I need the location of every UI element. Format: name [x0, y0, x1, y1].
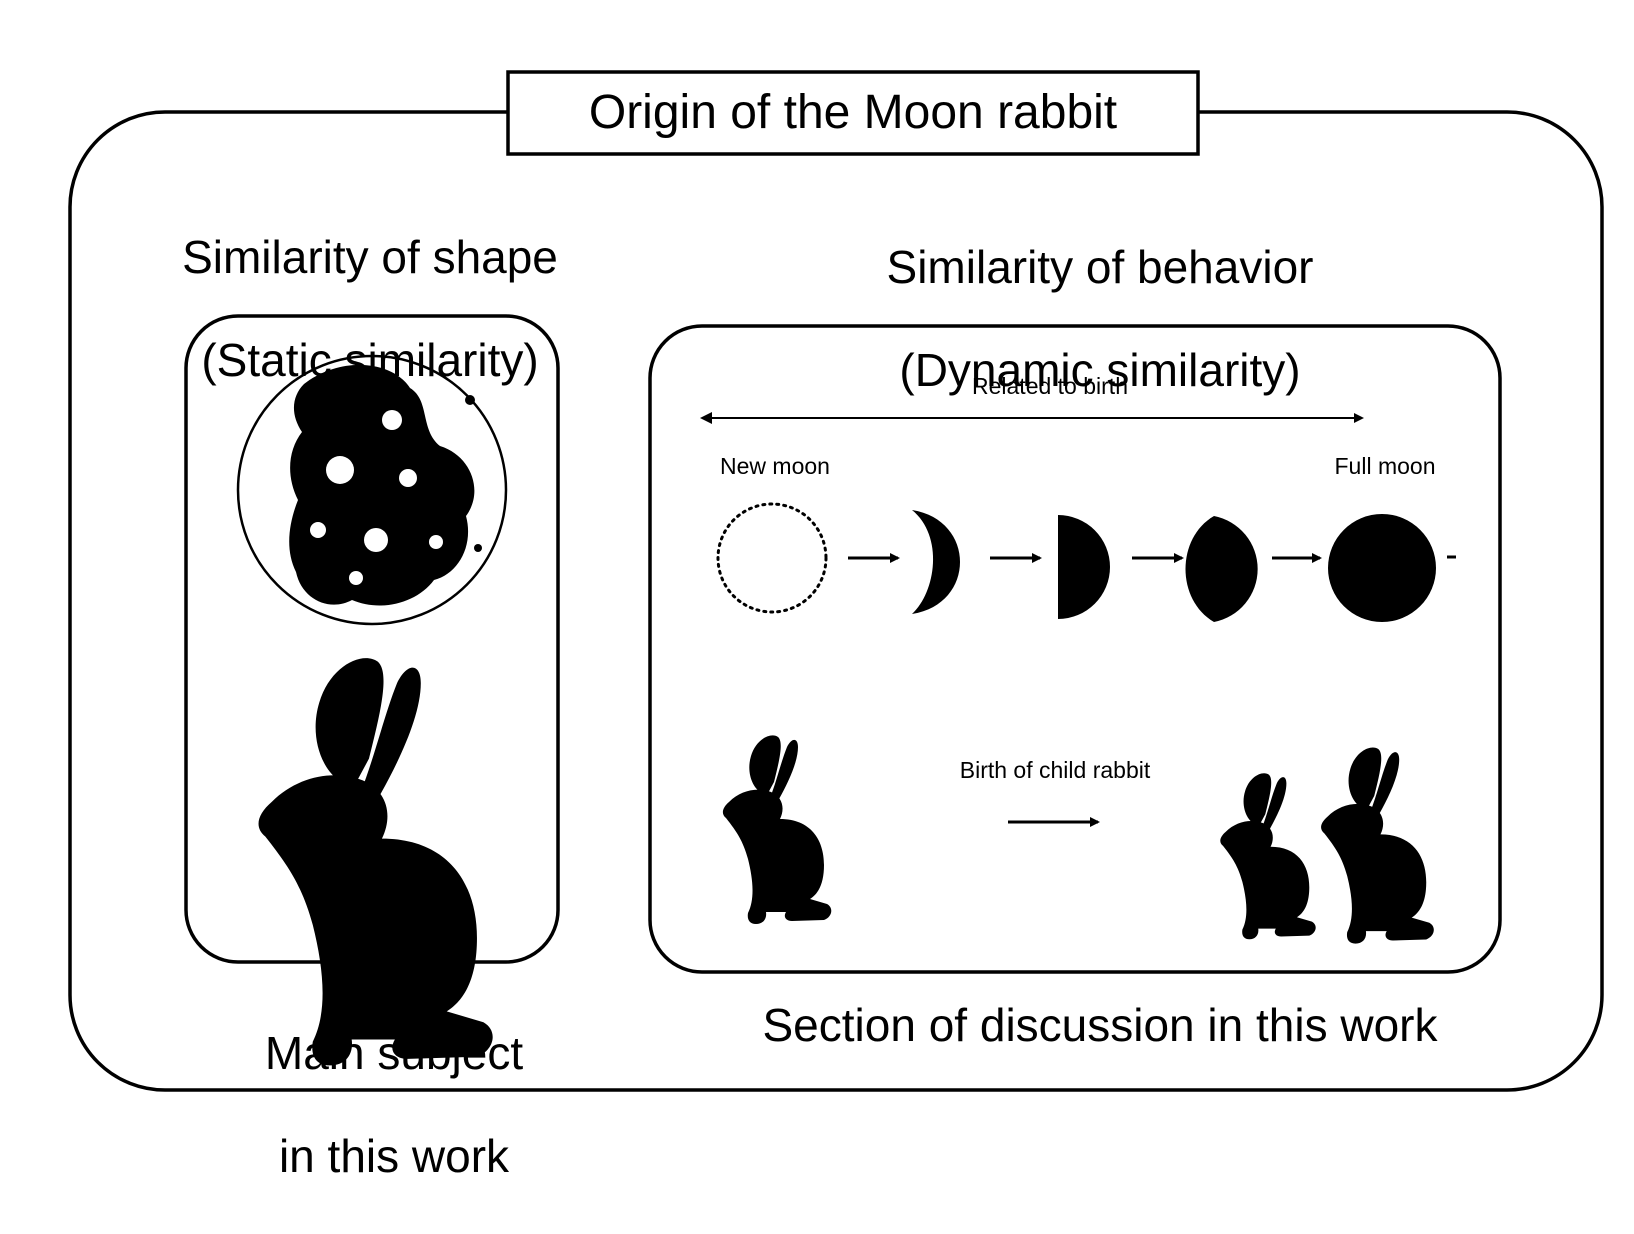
child-rabbit-icon	[1220, 773, 1316, 940]
shape-caption-line1: Main subject	[264, 1026, 524, 1079]
shape-caption-line2: in this work	[278, 1129, 510, 1182]
behavior-heading-line2: (Dynamic similarity)	[899, 343, 1301, 396]
behavior-panel	[648, 324, 1502, 974]
shape-caption: Main subject in this work	[174, 976, 614, 1234]
parent-rabbit-icon	[722, 735, 832, 924]
first-quarter-icon	[1058, 515, 1110, 619]
behavior-heading: Similarity of behavior (Dynamic similari…	[800, 190, 1400, 448]
child-birth-label: Birth of child rabbit	[959, 757, 1151, 783]
adult-rabbit-icon	[1321, 747, 1434, 944]
new-moon-label: New moon	[720, 453, 830, 479]
behavior-caption: Section of discussion in this work	[762, 999, 1438, 1051]
diagram-canvas	[68, 70, 1604, 1092]
full-moon-icon	[1328, 514, 1436, 622]
title-box	[506, 70, 1200, 156]
shape-heading: Similarity of shape (Static similarity)	[120, 180, 620, 438]
full-moon-label: Full moon	[1334, 453, 1436, 479]
diagram-title: Origin of the Moon rabbit	[588, 86, 1118, 139]
shape-heading-line1: Similarity of shape	[182, 230, 558, 283]
behavior-heading-line1: Similarity of behavior	[886, 240, 1314, 293]
moon-surface-icon	[236, 354, 508, 626]
birth-range-arrow-left-head	[700, 412, 712, 424]
new-moon-icon	[716, 502, 828, 614]
shape-heading-line2: (Static similarity)	[201, 333, 539, 386]
waxing-crescent-icon	[912, 510, 960, 614]
birth-range-label: Related to birth	[972, 373, 1128, 399]
waxing-gibbous-icon	[1185, 516, 1258, 622]
